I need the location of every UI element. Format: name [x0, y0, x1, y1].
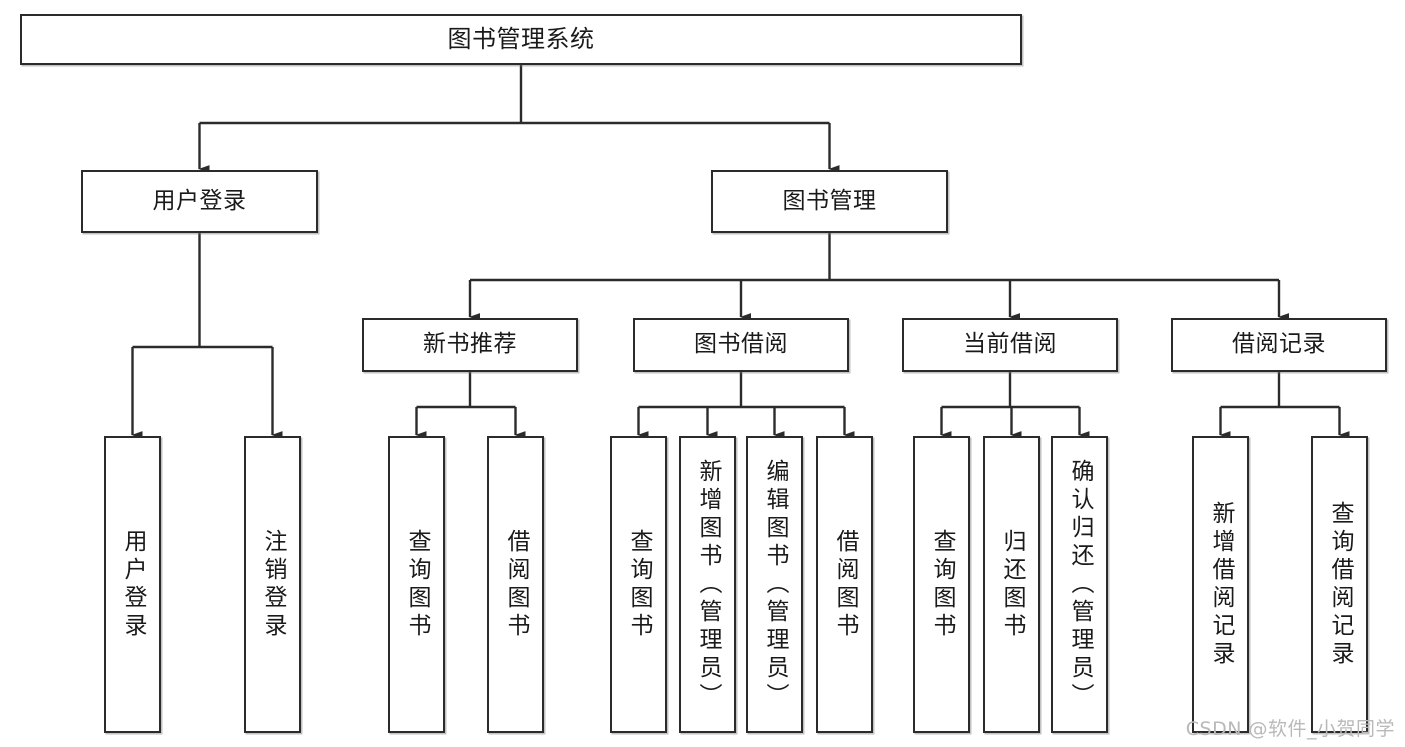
node-leaf-borrow-book-2[interactable]: 借阅图书 [816, 436, 873, 733]
node-borrow-record[interactable]: 借阅记录 [1171, 318, 1387, 372]
node-label: 查询图书 [626, 528, 652, 641]
node-label: 注销登录 [260, 528, 286, 641]
node-leaf-return-book[interactable]: 归还图书 [983, 436, 1040, 733]
node-leaf-query-book-2[interactable]: 查询图书 [610, 436, 667, 733]
node-label: 图书管理系统 [447, 25, 595, 54]
node-label: 编辑图书（管理员） [762, 458, 788, 711]
node-leaf-confirm-return[interactable]: 确认归还（管理员） [1051, 436, 1108, 733]
node-label: 查询图书 [929, 528, 955, 641]
node-leaf-edit-book[interactable]: 编辑图书（管理员） [746, 436, 803, 733]
node-user-login[interactable]: 用户登录 [81, 170, 318, 233]
node-label: 借阅记录 [1232, 331, 1326, 358]
node-leaf-add-book[interactable]: 新增图书（管理员） [679, 436, 736, 733]
node-label: 新书推荐 [423, 331, 517, 358]
node-root[interactable]: 图书管理系统 [20, 14, 1022, 65]
node-leaf-query-record[interactable]: 查询借阅记录 [1311, 436, 1368, 733]
node-leaf-add-record[interactable]: 新增借阅记录 [1192, 436, 1249, 733]
node-book-borrow[interactable]: 图书借阅 [633, 318, 849, 372]
node-book-manage[interactable]: 图书管理 [711, 170, 948, 233]
node-current-borrow[interactable]: 当前借阅 [902, 318, 1118, 372]
node-label: 用户登录 [152, 187, 247, 214]
node-leaf-query-book-3[interactable]: 查询图书 [913, 436, 970, 733]
node-label: 用户登录 [120, 528, 146, 641]
node-label: 查询借阅记录 [1327, 500, 1353, 669]
node-label: 新增借阅记录 [1208, 500, 1234, 669]
node-leaf-user-logout[interactable]: 注销登录 [244, 436, 301, 733]
node-label: 确认归还（管理员） [1067, 458, 1093, 711]
watermark: CSDN @软件_小贺同学 [1185, 718, 1395, 740]
node-label: 查询图书 [404, 528, 430, 641]
node-leaf-user-login[interactable]: 用户登录 [104, 436, 161, 733]
node-label: 借阅图书 [832, 528, 858, 641]
node-new-book-rec[interactable]: 新书推荐 [362, 318, 578, 372]
node-label: 图书管理 [782, 187, 877, 214]
node-leaf-borrow-book-1[interactable]: 借阅图书 [487, 436, 544, 733]
node-label: 归还图书 [999, 528, 1025, 641]
node-label: 新增图书（管理员） [695, 458, 721, 711]
node-label: 当前借阅 [963, 331, 1057, 358]
node-label: 图书借阅 [694, 331, 788, 358]
node-label: 借阅图书 [503, 528, 529, 641]
node-leaf-query-book-1[interactable]: 查询图书 [388, 436, 445, 733]
